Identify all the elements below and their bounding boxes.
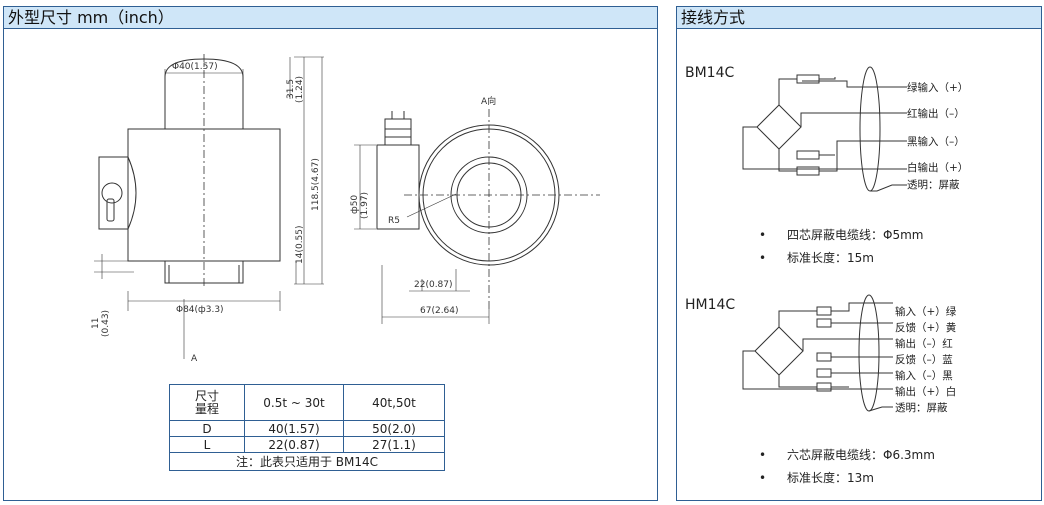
spec-text: 标准长度：15m — [787, 251, 874, 265]
hm14c-wire-label: 反馈（–）蓝 — [895, 353, 953, 366]
dim-118-5: 118.5(4.67) — [311, 158, 321, 211]
hm14c-wire-label: 反馈（+）黄 — [895, 321, 956, 334]
dim-1-97: (1.97) — [360, 192, 370, 219]
dim-0-43: (0.43) — [101, 310, 111, 337]
bridge-symbol — [756, 104, 802, 150]
spec-text: 四芯屏蔽电缆线：Φ5mm — [787, 228, 924, 242]
table-row: 注：此表只适用于 BM14C — [169, 452, 445, 471]
hm14c-wiring-diagram: 输入（+）绿 反馈（+）黄 输出（–）红 反馈（–）蓝 输入（–）黑 输出（+）… — [742, 294, 957, 414]
wiring-panel: 接线方式 BM14C 绿输入（+） 红输出（–） 黑输入（–） 白输出（+） 透… — [676, 6, 1042, 501]
hm14c-spec-cable: • 六芯屏蔽电缆线：Φ6.3mm — [759, 446, 935, 463]
table-row: L 22(0.87) 27(1.1) — [169, 436, 445, 453]
row-value: 27(1.1) — [343, 436, 445, 453]
table-col1-header: 0.5t ~ 30t — [244, 384, 344, 421]
dim-31-5: 31.5 — [286, 79, 296, 99]
dim-dia-top: Φ40(1.57) — [172, 62, 218, 72]
dim-1-24: (1.24) — [295, 76, 305, 103]
header-range: 量程 — [194, 401, 219, 416]
dim-dia-84: Φ84(ф3.3) — [176, 305, 224, 315]
dimension-table: 尺寸 量程 0.5t ~ 30t 40t,50t D 40(1.57) 50(2… — [169, 384, 445, 471]
outline-drawing: Φ40(1.57) 31.5 (1.24) 118.5(4.67) 14(0.5… — [91, 54, 600, 364]
row-label: L — [169, 436, 245, 453]
bullet-icon: • — [759, 448, 767, 462]
dim-11: 11 — [91, 318, 101, 329]
bm14c-wire-label: 红输出（–） — [907, 107, 965, 120]
bm14c-model-label: BM14C — [685, 65, 735, 81]
hm14c-model-label: HM14C — [685, 297, 736, 313]
bm14c-wiring-diagram: 绿输入（+） 红输出（–） 黑输入（–） 白输出（+） 透明：屏蔽 — [742, 66, 968, 192]
row-label: D — [169, 420, 245, 437]
row-value: 40(1.57) — [244, 420, 344, 437]
table-col2-header: 40t,50t — [343, 384, 445, 421]
bridge-symbol — [754, 326, 804, 376]
outline-dimensions-title: 外型尺寸 mm（inch） — [4, 7, 657, 29]
dim-dia-50: ф50 — [350, 195, 360, 214]
dim-22: 22(0.87) — [414, 280, 453, 290]
header-dimension: 尺寸 — [194, 388, 219, 403]
bm14c-wire-label: 绿输入（+） — [907, 81, 968, 94]
row-value: 50(2.0) — [343, 420, 445, 437]
hm14c-wire-label: 输出（+）白 — [895, 385, 956, 398]
bullet-icon: • — [759, 228, 767, 242]
wiring-title: 接线方式 — [677, 7, 1041, 29]
row-value: 22(0.87) — [244, 436, 344, 453]
bullet-icon: • — [759, 471, 767, 485]
hm14c-wire-label: 输入（–）黑 — [895, 369, 953, 382]
bm14c-wire-label: 黑输入（–） — [907, 135, 965, 148]
view-a-label: A — [191, 354, 198, 364]
dim-14: 14(0.55) — [295, 225, 305, 264]
hm14c-wire-label: 输出（–）红 — [895, 337, 953, 350]
radius-r5: R5 — [388, 216, 400, 226]
hm14c-wire-label: 输入（+）绿 — [895, 305, 957, 318]
outline-dimensions-panel: 外型尺寸 mm（inch） — [3, 6, 658, 501]
bm14c-spec-cable: • 四芯屏蔽电缆线：Φ5mm — [759, 226, 923, 243]
bm14c-wire-label: 白输出（+） — [907, 161, 968, 174]
spec-text: 六芯屏蔽电缆线：Φ6.3mm — [787, 448, 935, 462]
spec-text: 标准长度：13m — [787, 471, 874, 485]
bm14c-shield-label: 透明：屏蔽 — [907, 179, 960, 191]
table-row: D 40(1.57) 50(2.0) — [169, 420, 445, 437]
bullet-icon: • — [759, 251, 767, 265]
table-header-cell: 尺寸 量程 — [169, 384, 245, 421]
hm14c-shield-label: 透明：屏蔽 — [895, 402, 948, 414]
view-a-direction-label: A向 — [481, 95, 496, 107]
hm14c-spec-length: • 标准长度：13m — [759, 469, 874, 486]
dim-67: 67(2.64) — [420, 306, 459, 316]
bm14c-spec-length: • 标准长度：15m — [759, 249, 874, 266]
table-note: 注：此表只适用于 BM14C — [169, 452, 445, 471]
